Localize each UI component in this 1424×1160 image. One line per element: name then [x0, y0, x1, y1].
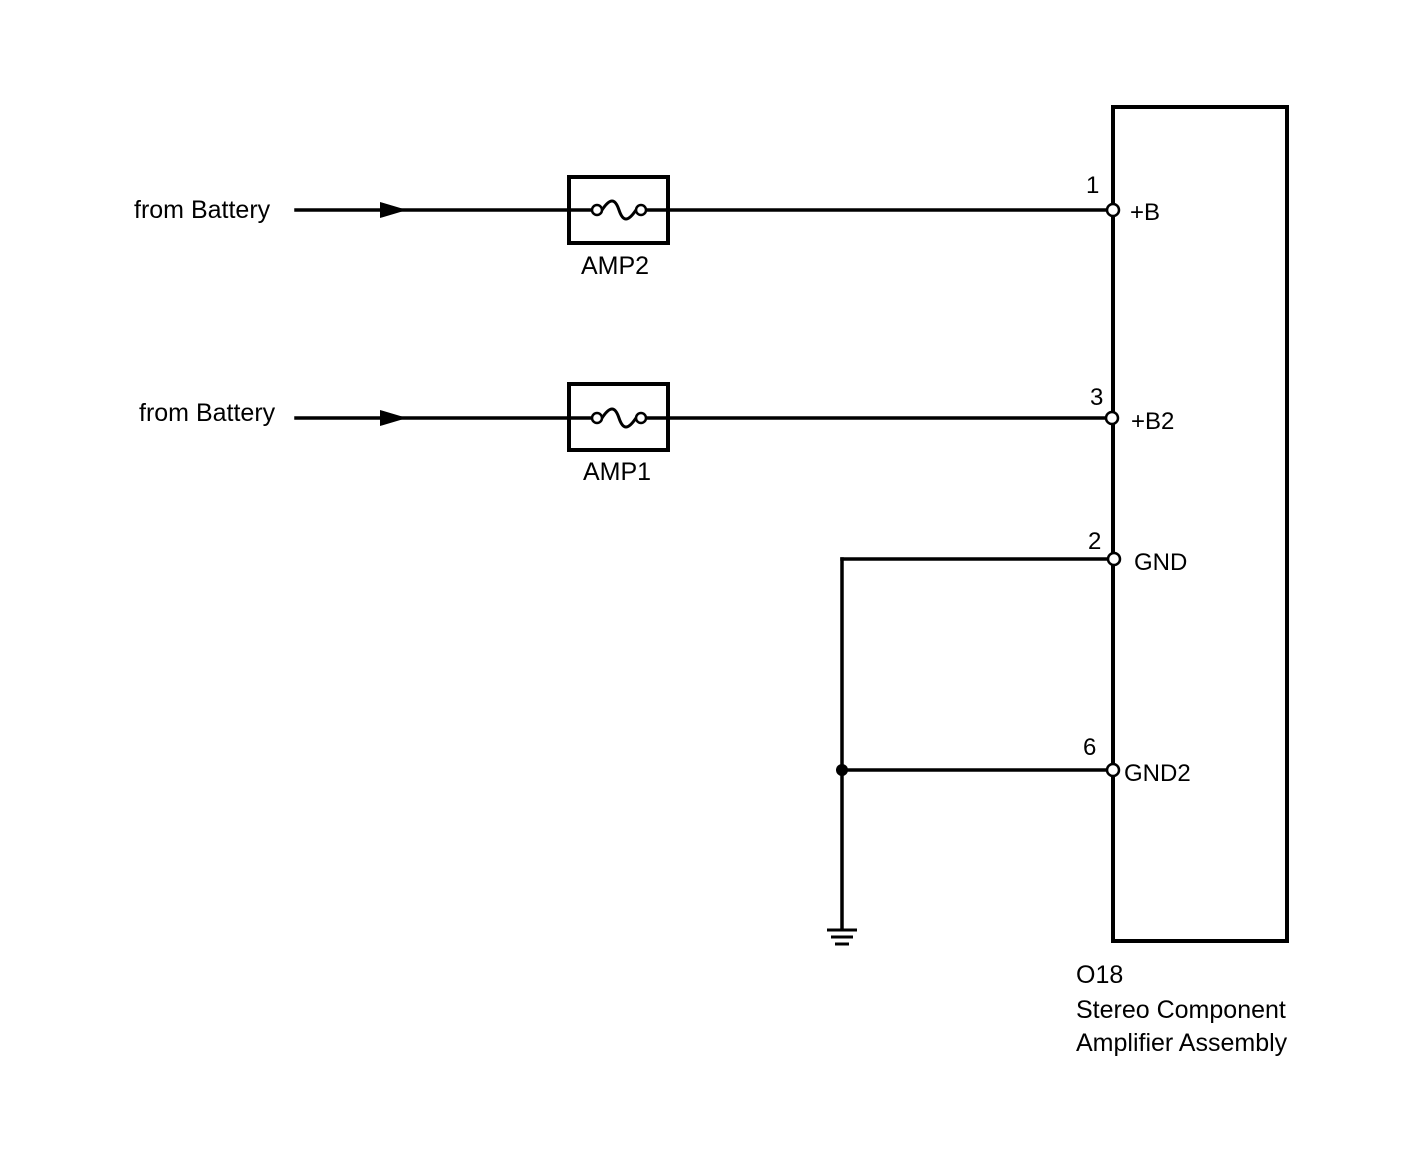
fuse-label: AMP2	[581, 252, 649, 280]
terminal-name: +B2	[1131, 408, 1174, 435]
terminal	[1106, 551, 1122, 567]
source-label: from Battery	[134, 196, 271, 224]
pin-number: 3	[1090, 384, 1103, 411]
source-label: from Battery	[139, 399, 276, 427]
amplifier-component-box	[1111, 105, 1289, 943]
junction-dot	[836, 764, 848, 776]
pin-number: 2	[1088, 528, 1101, 555]
fuse-label: AMP1	[583, 458, 651, 486]
ground-icon	[827, 928, 857, 946]
fuse-icon	[567, 175, 670, 245]
circuit-plus-b2: from Battery AMP1 3 +B2	[139, 382, 1174, 486]
circuit-ground: 2 GND 6 GND2	[827, 528, 1191, 946]
terminal-name: GND	[1134, 549, 1187, 576]
pin-number: 6	[1083, 734, 1096, 761]
component-code: O18	[1076, 961, 1123, 989]
terminal-name: GND2	[1124, 760, 1191, 787]
terminal	[1105, 202, 1121, 218]
pin-number: 1	[1086, 172, 1099, 199]
terminal-name: +B	[1130, 199, 1160, 226]
circuit-plus-b: from Battery AMP2 1 +B	[134, 172, 1160, 280]
terminal	[1104, 410, 1120, 426]
terminal	[1105, 762, 1121, 778]
arrow-right-icon	[380, 410, 407, 426]
arrow-right-icon	[380, 202, 407, 218]
fuse-icon	[567, 382, 670, 452]
component-name-line2: Amplifier Assembly	[1076, 1029, 1288, 1057]
component-name-line1: Stereo Component	[1076, 996, 1286, 1024]
